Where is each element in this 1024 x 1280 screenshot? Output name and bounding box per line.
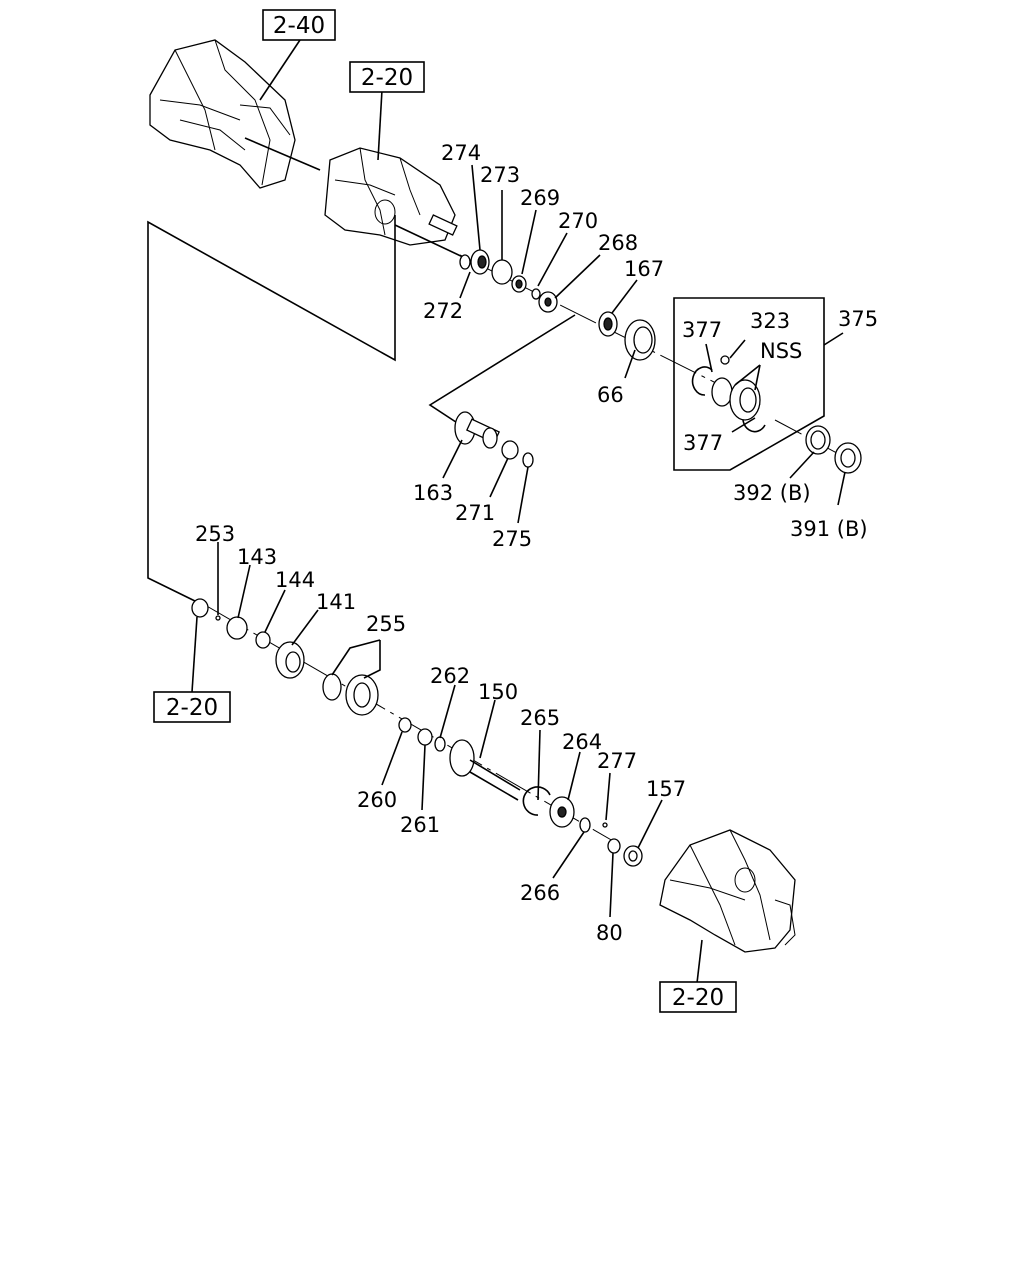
callout-143: 143	[237, 545, 277, 569]
ref-box-case-upper: 2-20	[349, 61, 425, 93]
callout-271: 271	[455, 501, 495, 525]
callout-157: 157	[646, 777, 686, 801]
callout-163: 163	[413, 481, 453, 505]
callout-255: 255	[366, 612, 406, 636]
ref-left-text: 2-20	[166, 695, 218, 721]
ref-box-left: 2-20	[153, 691, 231, 723]
callout-167: 167	[624, 257, 664, 281]
ref-box-top: 2-40	[262, 9, 336, 41]
callout-273: 273	[480, 163, 520, 187]
rear-case-illustration	[659, 829, 796, 953]
part-shapes-upper	[454, 249, 862, 474]
callout-150: 150	[478, 680, 518, 704]
callout-266: 266	[520, 881, 560, 905]
ref-case-upper-text: 2-20	[361, 65, 413, 91]
callout-labels: 274 273 269 270 268 167 272 66 377 323 3…	[195, 141, 878, 945]
callout-253: 253	[195, 522, 235, 546]
callout-391: 391 (B)	[790, 517, 868, 541]
callout-277: 277	[597, 749, 637, 773]
callout-265: 265	[520, 706, 560, 730]
callout-80: 80	[596, 921, 623, 945]
callout-261: 261	[400, 813, 440, 837]
callout-262: 262	[430, 664, 470, 688]
callout-264: 264	[562, 730, 602, 754]
callout-272: 272	[423, 299, 463, 323]
callout-270: 270	[558, 209, 598, 233]
callout-275: 275	[492, 527, 532, 551]
leader-lines	[191, 39, 846, 984]
transmission-case-illustration	[149, 39, 296, 189]
ref-box-bottom: 2-20	[659, 981, 737, 1013]
callout-141: 141	[316, 590, 356, 614]
extension-case-illustration	[324, 147, 458, 246]
callout-268: 268	[598, 231, 638, 255]
callout-323: 323	[750, 309, 790, 333]
ref-top-text: 2-40	[273, 13, 325, 39]
callout-377-lower: 377	[683, 431, 723, 455]
callout-269: 269	[520, 186, 560, 210]
part-shapes-lower	[191, 598, 643, 867]
callout-66: 66	[597, 383, 624, 407]
callout-260: 260	[357, 788, 397, 812]
callout-274: 274	[441, 141, 481, 165]
ref-bottom-text: 2-20	[672, 985, 724, 1011]
callout-392: 392 (B)	[733, 481, 811, 505]
callout-nss: NSS	[760, 339, 802, 363]
callout-377-upper: 377	[682, 318, 722, 342]
callout-144: 144	[275, 568, 315, 592]
callout-375: 375	[838, 307, 878, 331]
